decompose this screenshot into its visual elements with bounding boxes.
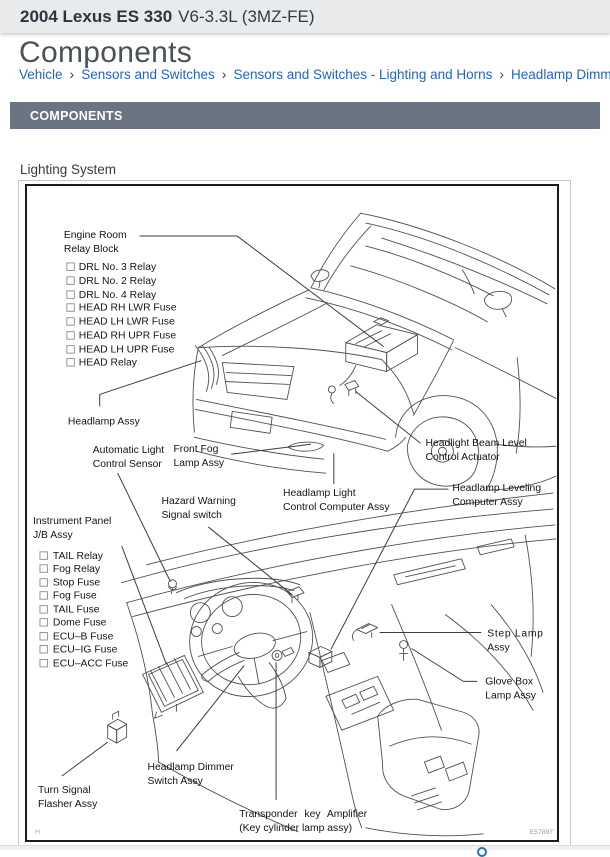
label-jb-item: Fog Fuse — [53, 591, 97, 602]
diagram-labels: Engine Room Relay Block DRL No. 3 Relay … — [33, 230, 553, 836]
label-relay-item: DRL No. 3 Relay — [79, 262, 157, 273]
label-relay-item: HEAD RH UPR Fuse — [79, 331, 177, 342]
label-relay-item: HEAD LH UPR Fuse — [79, 345, 175, 356]
lighting-system-diagram: Engine Room Relay Block DRL No. 3 Relay … — [33, 212, 557, 837]
checkbox-glyph — [39, 632, 48, 641]
label-transponder: (Key cylinder lamp assy) — [239, 823, 352, 834]
label-glove-box: Glove Box — [485, 676, 534, 687]
checkbox-glyph — [39, 591, 48, 600]
label-front-fog: Lamp Assy — [173, 458, 224, 469]
label-step-lamp: Assy — [487, 642, 510, 653]
label-relay-item: HEAD RH LWR Fuse — [79, 303, 177, 314]
label-jb-item: Fog Relay — [53, 564, 101, 575]
page-title-clipped: Components — [19, 36, 193, 70]
app-header: 2004 Lexus ES 330 V6-3.3L (3MZ-FE) — [0, 0, 610, 33]
label-headlamp-light: Control Computer Assy — [283, 502, 390, 513]
breadcrumb-link-lighting-horns[interactable]: Sensors and Switches - Lighting and Horn… — [233, 67, 493, 82]
breadcrumb-separator: › — [221, 66, 227, 82]
checkbox-glyph — [39, 605, 48, 614]
checkbox-glyph — [66, 358, 75, 367]
label-jb-item: ECU–ACC Fuse — [53, 658, 129, 669]
breadcrumb-separator: › — [69, 66, 75, 82]
checkbox-glyph — [39, 658, 48, 668]
label-glove-box: Lamp Assy — [485, 690, 536, 701]
label-relay-item: HEAD Relay — [79, 358, 138, 369]
label-transponder: Transponder key Amplifier — [239, 809, 367, 820]
checkbox-glyph — [39, 564, 48, 573]
label-turn-signal: Flasher Assy — [38, 799, 98, 810]
breadcrumb-separator: › — [499, 66, 505, 82]
jb-checkboxes — [39, 551, 48, 668]
checkbox-glyph — [39, 551, 48, 560]
label-jb-item: TAIL Fuse — [53, 605, 100, 616]
checkbox-glyph — [66, 331, 75, 340]
checkbox-glyph — [66, 317, 75, 326]
label-headlamp-light: Headlamp Light — [283, 488, 356, 499]
label-jb-item: ECU–B Fuse — [53, 632, 114, 643]
dashboard-art — [107, 492, 557, 837]
label-headlamp-leveling: Headlamp Leveling — [452, 483, 541, 494]
label-headlight-beam: Control Actuator — [425, 452, 500, 463]
figure-frame: Engine Room Relay Block DRL No. 3 Relay … — [25, 184, 559, 842]
components-section-bar: COMPONENTS — [10, 102, 600, 129]
label-step-lamp: Step Lamp — [487, 629, 543, 640]
label-headlight-beam: Headlight Beam Level — [425, 438, 526, 449]
breadcrumb-link-vehicle[interactable]: Vehicle — [19, 67, 63, 82]
figure-id: E57897 — [530, 829, 554, 836]
page-bottom-strip — [0, 845, 610, 857]
label-headlamp-dimmer: Headlamp Dimmer — [148, 762, 235, 773]
checkbox-glyph — [66, 345, 75, 354]
car-front-art — [192, 212, 557, 491]
label-jb-item: Stop Fuse — [53, 578, 100, 589]
label-hazard: Hazard Warning — [161, 496, 236, 507]
label-engine-room: Engine Room — [64, 230, 127, 241]
label-jb-item: ECU–IG Fuse — [53, 644, 118, 655]
label-headlamp-dimmer: Switch Assy — [148, 776, 204, 787]
label-relay-item: DRL No. 2 Relay — [79, 276, 157, 287]
relay-block-checkboxes — [66, 262, 75, 367]
breadcrumb-link-sensors[interactable]: Sensors and Switches — [81, 67, 215, 82]
label-headlamp-assy: Headlamp Assy — [68, 416, 141, 427]
checkbox-glyph — [66, 262, 75, 271]
checkbox-glyph — [66, 290, 75, 299]
breadcrumb: Vehicle › Sensors and Switches › Sensors and… — [19, 66, 610, 82]
label-jb-item: Dome Fuse — [53, 618, 107, 629]
label-automatic-light: Control Sensor — [93, 459, 163, 470]
label-jb-item: TAIL Relay — [53, 551, 104, 562]
label-instrument-panel: J/B Assy — [33, 530, 74, 541]
checkbox-glyph — [39, 578, 48, 587]
checkbox-glyph — [66, 303, 75, 312]
figure-corner-mark: H — [35, 829, 40, 836]
label-hazard: Signal switch — [161, 510, 222, 521]
label-turn-signal: Turn Signal — [38, 785, 91, 796]
leader-lines — [61, 235, 482, 800]
label-headlamp-leveling: Computer Assy — [452, 497, 523, 508]
vehicle-title: 2004 Lexus ES 330 — [20, 6, 173, 26]
checkbox-glyph — [39, 618, 48, 627]
lighting-system-figure: Engine Room Relay Block DRL No. 3 Relay … — [18, 180, 571, 846]
label-relay-item: DRL No. 4 Relay — [79, 290, 157, 301]
info-icon — [477, 847, 487, 857]
label-front-fog: Front Fog — [173, 444, 218, 455]
breadcrumb-link-headlamp-dimmer[interactable]: Headlamp Dimmer Switch — [511, 67, 610, 82]
components-section-label: COMPONENTS — [30, 108, 123, 123]
checkbox-glyph — [39, 645, 48, 654]
label-instrument-panel: Instrument Panel — [33, 516, 111, 527]
figure-caption: Lighting System — [20, 162, 117, 177]
vehicle-subtitle: V6-3.3L (3MZ-FE) — [178, 6, 315, 26]
label-relay-item: HEAD LH LWR Fuse — [79, 317, 175, 328]
label-engine-room: Relay Block — [64, 244, 120, 255]
checkbox-glyph — [66, 276, 75, 285]
label-automatic-light: Automatic Light — [93, 445, 165, 456]
